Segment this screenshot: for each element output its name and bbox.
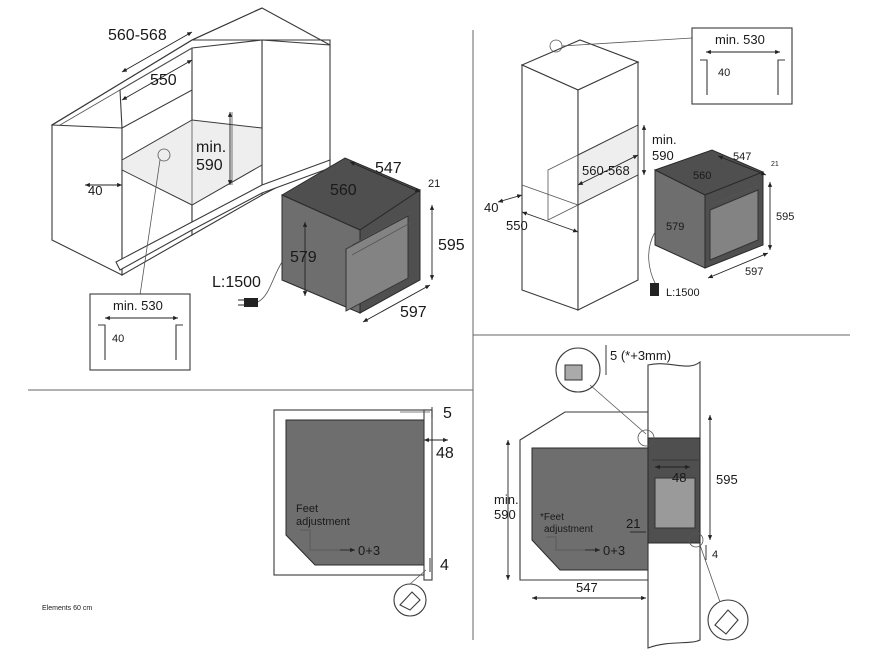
gap-top-right: 5 (*+3mm) [610,348,671,363]
feet-label-2: adjustment [296,516,350,528]
dim-cabinet-width: 560-568 [108,27,167,44]
height-right: 595 [716,472,738,487]
panel-separators [28,30,850,640]
dim-front-thickness: 21 [428,178,440,190]
dim-inner-width: 550 [150,72,177,89]
detail-min-right: min. 530 [715,32,765,47]
min-label-right: min. [494,492,519,507]
detail-circle-left [393,583,427,617]
door-offset-left: 48 [436,445,454,462]
dim-oven-inner-width-right: 560 [693,170,711,182]
detail-box-left [89,293,191,371]
dim-oven-height: 595 [438,237,465,254]
dim-side-offset: 40 [88,183,102,198]
dim-oven-inner-height: 579 [290,249,317,266]
dim-oven-width-right: 597 [745,266,763,278]
door-offset-right: 48 [672,470,686,485]
detail-min: min. 530 [113,298,163,313]
panel-bottom-right: 5 (*+3mm) 595 48 min. 590 *Feet adjustme… [494,345,749,649]
panel-top-left: 560-568 550 min. 590 40 547 560 21 579 5… [50,7,465,371]
tall-cabinet [520,37,693,311]
dim-cabinet-width-right: 560-568 [582,163,630,178]
feet-label-2-right: adjustment [544,524,593,535]
detail-box-right [691,27,793,105]
oven-side-view [285,419,425,566]
plug-icon-right [650,283,659,296]
detail-offset-right: 40 [718,67,730,79]
caption: Elements 60 cm [42,605,92,612]
front-thickness-right-bottom: 21 [626,516,640,531]
dim-min-label-right: min. [652,132,677,147]
plug-icon [244,298,258,307]
dim-side-offset-right: 40 [484,200,498,215]
power-cable-right [648,231,657,286]
gap-bottom-left: 4 [440,557,449,574]
dim-inner-width-right: 550 [506,218,528,233]
dim-oven-height-right: 595 [776,211,794,223]
feet-label-1: Feet [296,503,318,515]
detail-circle-bottom-right [707,599,749,641]
dim-oven-depth-right: 547 [733,151,751,163]
dim-oven-inner-width: 560 [330,182,357,199]
power-cable [257,261,283,303]
detail-offset: 40 [112,333,124,345]
dim-cable-length-right: L:1500 [666,287,700,299]
feet-range-right: 0+3 [603,543,625,558]
oven-side-view-right [531,447,649,571]
feet-label-1-right: *Feet [540,512,564,523]
panel-top-right: min. 530 40 min. 590 560-568 40 550 547 … [484,27,794,311]
dim-front-thickness-right: 21 [771,161,779,168]
dim-min-value: 590 [196,157,223,174]
gap-bottom-right: 4 [712,549,718,561]
min-value-right: 590 [494,507,516,522]
panel-bottom-left: 5 48 Feet adjustment 0+3 4 Elements 60 c… [42,405,454,617]
gap-top-left: 5 [443,405,452,422]
dim-min-value-right: 590 [652,148,674,163]
feet-range-left: 0+3 [358,543,380,558]
dim-oven-width: 597 [400,304,427,321]
dim-oven-inner-height-right: 579 [666,221,684,233]
dim-min-label: min. [196,139,226,156]
dim-cable-length: L:1500 [212,274,261,291]
dim-oven-depth: 547 [375,160,402,177]
depth-right: 547 [576,580,598,595]
